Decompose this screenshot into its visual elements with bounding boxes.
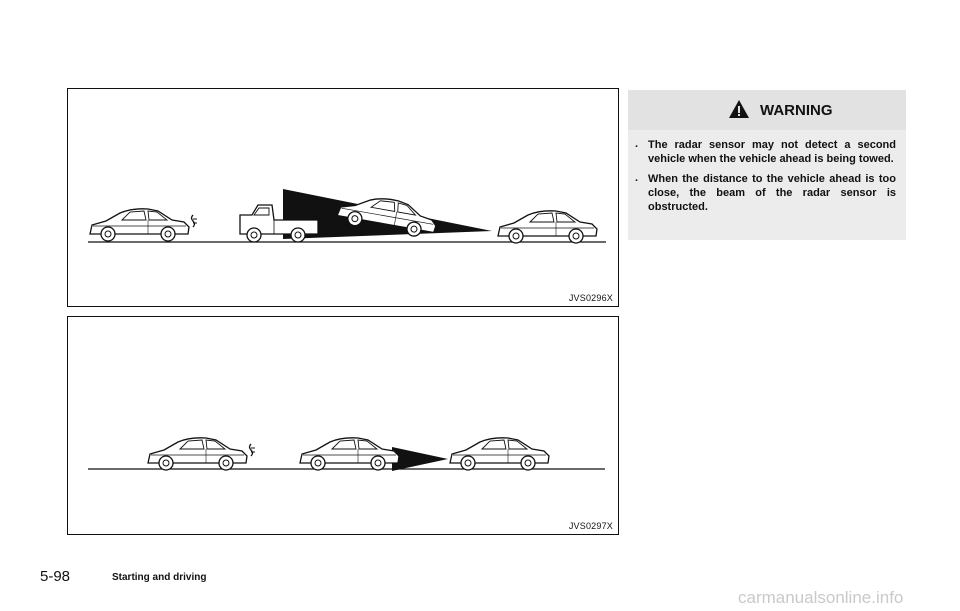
page-number: 5-98 <box>40 568 71 585</box>
warning-triangle-icon <box>729 100 749 118</box>
figure-close-distance: JVS0297X <box>67 316 619 535</box>
watermark: carmanualsonline.info <box>738 588 904 607</box>
own-vehicle <box>89 208 190 242</box>
figure-code: JVS0296X <box>568 293 613 303</box>
figure-code: JVS0297X <box>568 521 613 531</box>
warning-box: WARNING . The radar sensor may not detec… <box>628 90 906 240</box>
vehicle-ahead <box>497 210 598 244</box>
tow-truck <box>239 200 341 243</box>
middle-vehicle <box>299 437 400 471</box>
warning-title: WARNING <box>760 102 833 119</box>
warning-list: . The radar sensor may not detect a seco… <box>628 138 906 220</box>
section-title: Starting and driving <box>112 572 207 583</box>
illustration-towed-vehicle <box>88 189 606 244</box>
warning-header: WARNING <box>628 90 906 130</box>
warning-item-text: When the distance to the vehicle ahead i… <box>648 173 896 213</box>
warning-item-text: The radar sensor may not detect a second… <box>648 139 896 165</box>
radar-emitter-icon <box>248 443 256 457</box>
bullet: . <box>635 172 639 184</box>
radar-beam <box>392 447 448 471</box>
vehicle-ahead <box>449 437 550 471</box>
figure-towed-vehicle: JVS0296X <box>67 88 619 307</box>
illustration-close-distance <box>88 437 605 471</box>
radar-emitter-icon <box>190 214 198 228</box>
own-vehicle <box>147 437 248 471</box>
warning-item: . When the distance to the vehicle ahead… <box>628 172 906 214</box>
bullet: . <box>635 138 639 150</box>
warning-item: . The radar sensor may not detect a seco… <box>628 138 906 166</box>
